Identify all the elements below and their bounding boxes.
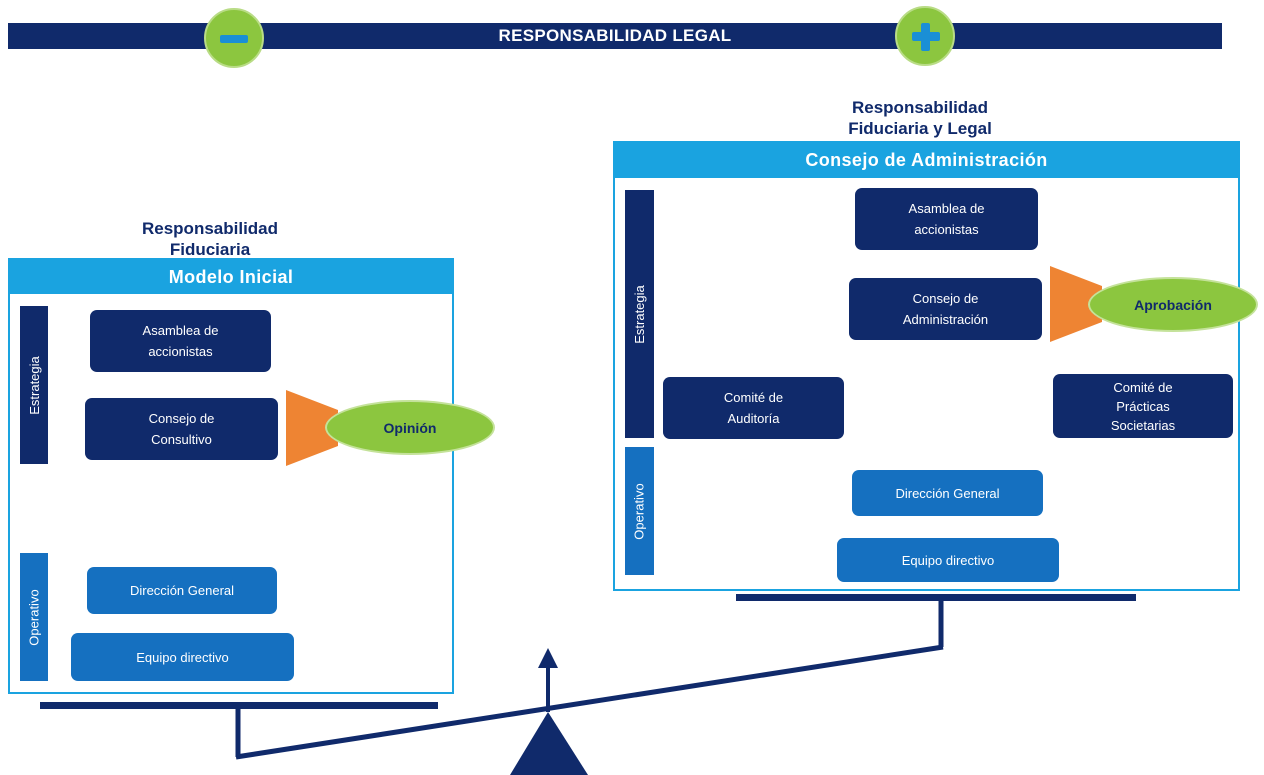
left-responsibility-title: Responsabilidad Fiduciaria bbox=[141, 219, 279, 259]
right-operative-label: Operativo bbox=[625, 447, 654, 575]
audit-committee-box: Comité de Auditoría bbox=[663, 377, 844, 439]
approval-bubble: Aprobación bbox=[1088, 277, 1258, 332]
left-executive-team-box: Equipo directivo bbox=[71, 633, 294, 681]
banner-title: RESPONSABILIDAD LEGAL bbox=[498, 26, 732, 45]
right-board-council-box: Consejo de Administración bbox=[849, 278, 1042, 340]
left-operative-label: Operativo bbox=[20, 553, 48, 681]
left-feedback-arrow bbox=[286, 390, 338, 466]
initial-model-header: Modelo Inicial bbox=[10, 260, 452, 294]
right-feedback-arrow bbox=[1050, 266, 1102, 342]
left-shareholders-assembly-box: Asamblea de accionistas bbox=[90, 310, 271, 372]
right-executive-team-box: Equipo directivo bbox=[837, 538, 1059, 582]
left-strategy-label: Estrategia bbox=[20, 306, 48, 464]
opinion-bubble: Opinión bbox=[325, 400, 495, 455]
plus-icon bbox=[895, 6, 955, 66]
right-responsibility-title: Responsabilidad Fiduciaria y Legal bbox=[848, 98, 992, 138]
board-model-header: Consejo de Administración bbox=[615, 143, 1238, 178]
corporate-practices-committee-box: Comité de Prácticas Societarias bbox=[1053, 374, 1233, 438]
right-general-direction-box: Dirección General bbox=[852, 470, 1043, 516]
left-general-direction-box: Dirección General bbox=[87, 567, 277, 614]
left-consultative-council-box: Consejo de Consultivo bbox=[85, 398, 278, 460]
right-strategy-label: Estrategia bbox=[625, 190, 654, 438]
right-shareholders-assembly-box: Asamblea de accionistas bbox=[855, 188, 1038, 250]
minus-icon bbox=[204, 8, 264, 68]
